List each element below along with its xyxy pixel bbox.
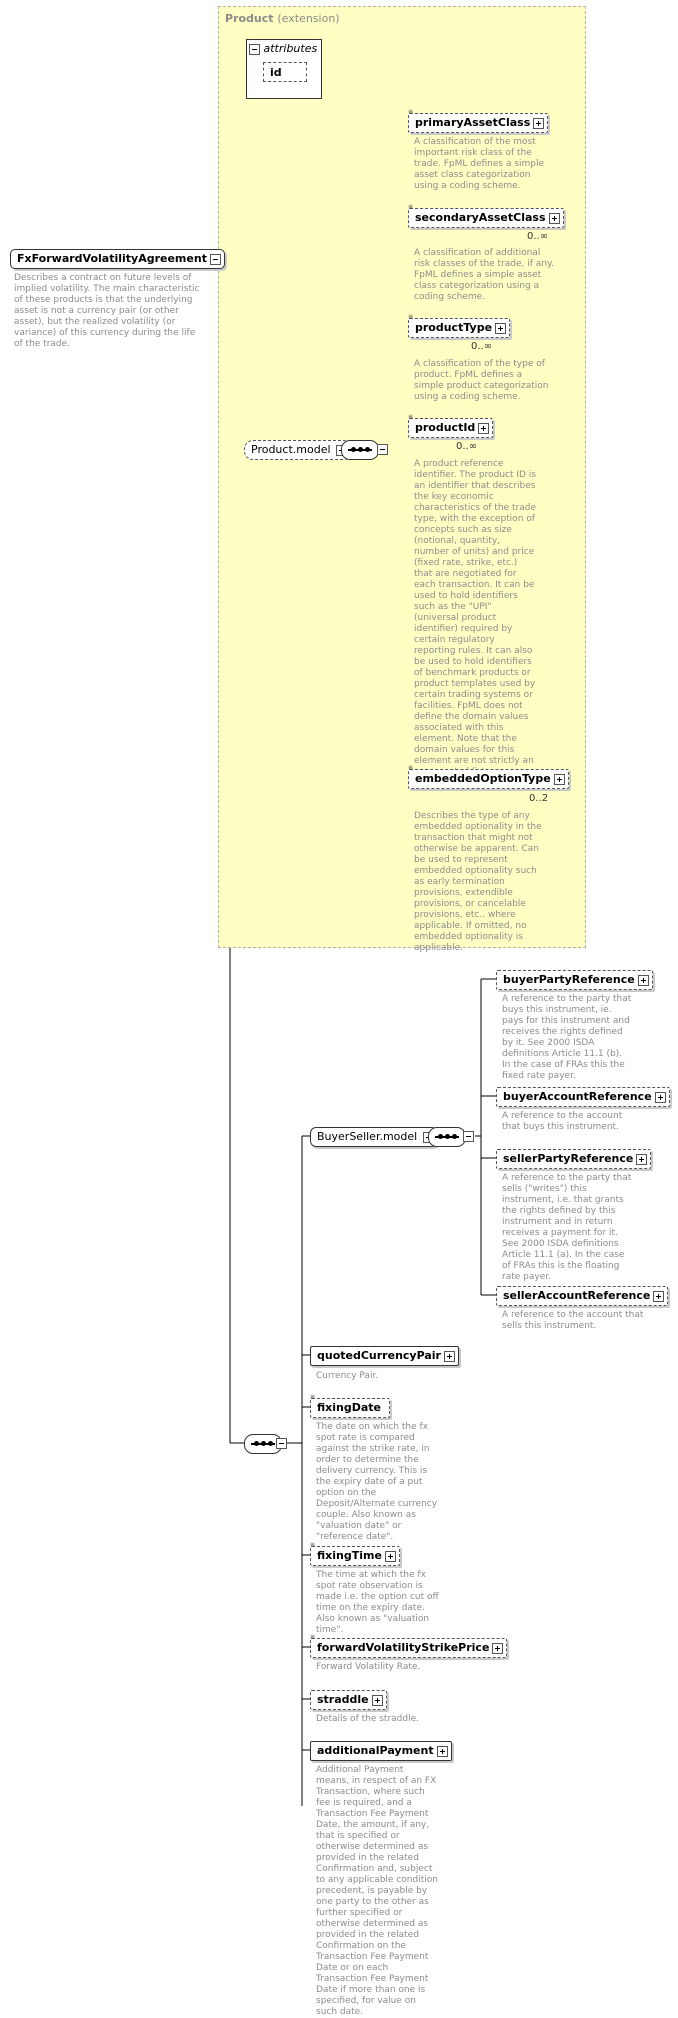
element-name: fixingTime	[317, 1549, 382, 1562]
attribute-id[interactable]: id	[263, 62, 307, 82]
product-model-group[interactable]: Product.model	[244, 440, 352, 460]
element-name: straddle	[317, 1693, 369, 1706]
expand-icon[interactable]	[654, 1092, 666, 1103]
root-element-name: FxForwardVolatilityAgreement	[17, 252, 207, 265]
expand-icon[interactable]	[495, 323, 507, 334]
element-fixingTime[interactable]: fixingTime	[310, 1546, 400, 1566]
collapse-icon[interactable]	[209, 254, 221, 265]
occurrence-label: 0..∞	[527, 231, 549, 242]
attributes-header: attributes	[249, 42, 317, 55]
element-straddle[interactable]: straddle	[310, 1690, 387, 1710]
collapse-icon[interactable]	[276, 1438, 287, 1449]
collapse-icon[interactable]	[463, 1131, 474, 1142]
root-element[interactable]: FxForwardVolatilityAgreement	[10, 249, 225, 269]
element-primaryAssetClass[interactable]: primaryAssetClass	[408, 113, 549, 133]
root-description: Describes a contract on future levels of…	[14, 273, 200, 349]
expand-icon[interactable]	[533, 118, 545, 129]
expand-icon[interactable]	[548, 213, 560, 224]
element-description: A classification of the type of product.…	[414, 359, 549, 402]
element-name: quotedCurrencyPair	[317, 1349, 441, 1362]
element-description: Forward Volatility Rate.	[316, 1662, 421, 1672]
element-name: sellerPartyReference	[503, 1152, 634, 1165]
element-buyerPartyReference[interactable]: buyerPartyReference	[496, 970, 653, 990]
expand-icon[interactable]	[636, 1154, 648, 1165]
element-name: forwardVolatilityStrikePrice	[317, 1641, 490, 1654]
element-additionalPayment[interactable]: additionalPayment	[310, 1741, 452, 1761]
element-sellerAccountReference[interactable]: sellerAccountReference	[496, 1286, 669, 1306]
element-description: Currency Pair.	[316, 1371, 379, 1381]
marker-glyph: ≡	[408, 764, 414, 771]
element-name: embeddedOptionType	[415, 772, 551, 785]
expand-icon[interactable]	[371, 1695, 383, 1706]
collapse-icon[interactable]	[249, 43, 260, 55]
occurrence-label: 0..∞	[471, 341, 493, 352]
marker-glyph: ≡	[310, 1393, 316, 1400]
product-model-label: Product.model	[251, 443, 331, 456]
element-name: sellerAccountReference	[503, 1289, 651, 1302]
marker-glyph: ≡	[310, 1633, 316, 1640]
marker-glyph: ≡	[408, 203, 414, 210]
element-name: productType	[415, 321, 493, 334]
element-secondaryAssetClass[interactable]: secondaryAssetClass	[408, 208, 564, 228]
element-description: The date on which the fx spot rate is co…	[316, 1422, 438, 1542]
sequence-icon	[435, 1134, 459, 1139]
element-description: A classification of additional risk clas…	[414, 248, 554, 302]
element-name: productId	[415, 421, 476, 434]
extension-subtitle: (extension)	[277, 12, 340, 25]
element-name: fixingDate	[317, 1401, 381, 1414]
element-quotedCurrencyPair[interactable]: quotedCurrencyPair	[310, 1346, 459, 1366]
sequence-compositor[interactable]	[428, 1127, 466, 1147]
occurrence-label: 0..∞	[456, 441, 478, 452]
expand-icon[interactable]	[653, 1291, 665, 1302]
element-description: A classification of the most important r…	[414, 137, 545, 191]
element-name: additionalPayment	[317, 1744, 434, 1757]
occurrence-label: 0..2	[529, 793, 549, 804]
extension-base-name: Product	[225, 12, 274, 25]
extension-title: Product (extension)	[225, 12, 340, 25]
element-description: A reference to the party that buys this …	[502, 994, 632, 1081]
element-description: Describes the type of any embedded optio…	[414, 811, 542, 953]
marker-glyph: ≡	[408, 108, 414, 115]
expand-icon[interactable]	[436, 1746, 448, 1757]
expand-icon[interactable]	[553, 774, 565, 785]
expand-icon[interactable]	[478, 423, 490, 434]
element-name: buyerPartyReference	[503, 973, 635, 986]
marker-glyph: ≡	[310, 1541, 316, 1548]
element-description: Additional Payment means, in respect of …	[316, 1765, 438, 2017]
element-fixingDate[interactable]: fixingDate	[310, 1398, 390, 1418]
buyer-seller-model-group[interactable]: BuyerSeller.model	[310, 1127, 439, 1147]
expand-icon[interactable]	[637, 975, 649, 986]
element-forwardVolatilityStrikePrice[interactable]: forwardVolatilityStrikePrice	[310, 1638, 508, 1658]
element-description: A reference to the party that sells ("wr…	[502, 1173, 632, 1282]
expand-icon[interactable]	[492, 1643, 504, 1654]
element-buyerAccountReference[interactable]: buyerAccountReference	[496, 1087, 670, 1107]
sequence-compositor[interactable]	[244, 1434, 282, 1454]
attributes-box: attributes id	[246, 39, 322, 99]
element-description: A reference to the account that sells th…	[502, 1310, 644, 1331]
element-name: secondaryAssetClass	[415, 211, 546, 224]
sequence-compositor[interactable]	[341, 440, 379, 460]
sequence-icon	[251, 1441, 275, 1446]
element-description: A reference to the account that buys thi…	[502, 1111, 623, 1132]
sequence-icon	[348, 447, 372, 452]
element-sellerPartyReference[interactable]: sellerPartyReference	[496, 1149, 652, 1169]
element-name: primaryAssetClass	[415, 116, 531, 129]
element-description: The time at which the fx spot rate obser…	[316, 1570, 439, 1635]
expand-icon[interactable]	[384, 1551, 396, 1562]
buyer-seller-model-label: BuyerSeller.model	[317, 1130, 418, 1143]
attributes-label: attributes	[263, 42, 318, 55]
marker-glyph: ≡	[408, 313, 414, 320]
element-embeddedOptionType[interactable]: embeddedOptionType	[408, 769, 569, 789]
element-description: A product reference identifier. The prod…	[414, 459, 536, 777]
element-description: Details of the straddle.	[316, 1714, 419, 1724]
product-extension-box: Product (extension)	[218, 6, 586, 948]
element-name: buyerAccountReference	[503, 1090, 652, 1103]
marker-glyph: ≡	[408, 413, 414, 420]
collapse-icon[interactable]	[377, 444, 388, 455]
element-productType[interactable]: productType	[408, 318, 511, 338]
expand-icon[interactable]	[443, 1351, 455, 1362]
element-productId[interactable]: productId	[408, 418, 494, 438]
